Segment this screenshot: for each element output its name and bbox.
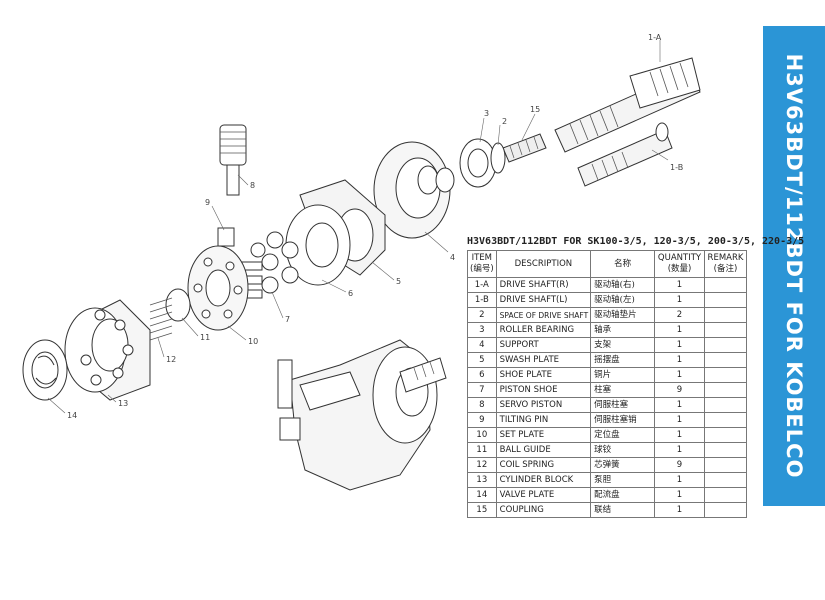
callout-1a: 1-A <box>648 33 662 42</box>
callout-15: 15 <box>530 105 540 114</box>
callout-3: 3 <box>484 109 489 118</box>
callout-13: 13 <box>118 399 128 408</box>
title-banner: H3V63BDT/112BDT FOR KOBELCO <box>763 26 825 506</box>
callout-10: 10 <box>248 337 258 346</box>
assembled-pump-drawing <box>277 339 447 491</box>
header-quantity: QUANTITY(数量) <box>654 250 705 278</box>
roller-bearing-part <box>459 138 506 188</box>
drive-shaft-l-part <box>577 122 673 187</box>
ball-guide-part <box>165 288 191 322</box>
table-title: H3V63BDT/112BDT FOR SK100-3/5, 120-3/5, … <box>467 236 805 247</box>
banner-title: H3V63BDT/112BDT FOR KOBELCO <box>782 53 806 479</box>
header-description: DESCRIPTION <box>495 250 592 278</box>
header-name-cn: 名称 <box>590 250 656 278</box>
coil-spring-part <box>149 297 173 341</box>
parts-table: ITEM(编号) DESCRIPTION 名称 QUANTITY(数量) REM… <box>467 250 747 518</box>
shoe-plate-part <box>285 204 351 286</box>
set-plate-part <box>187 245 249 331</box>
valve-plate-part <box>22 339 68 401</box>
header-remark: REMARK(备注) <box>704 250 747 278</box>
table-header-row: ITEM(编号) DESCRIPTION 名称 QUANTITY(数量) REM… <box>467 250 747 278</box>
callout-5: 5 <box>396 277 401 286</box>
support-part <box>373 141 455 239</box>
callout-6: 6 <box>348 289 353 298</box>
drive-shaft-r-part <box>554 57 701 153</box>
callout-12: 12 <box>166 355 176 364</box>
callout-9: 9 <box>205 198 210 207</box>
tilting-pin-part <box>217 227 235 247</box>
callout-1b: 1-B <box>670 163 683 172</box>
cylinder-block-part <box>64 299 151 401</box>
callout-7: 7 <box>285 315 290 324</box>
header-item: ITEM(编号) <box>467 250 497 278</box>
servo-piston-part <box>219 124 247 196</box>
callout-8: 8 <box>250 181 255 190</box>
coupling-part <box>502 133 547 163</box>
callout-4: 4 <box>450 253 455 262</box>
callout-2: 2 <box>502 117 507 126</box>
callout-11: 11 <box>200 333 210 342</box>
callout-14: 14 <box>67 411 77 420</box>
